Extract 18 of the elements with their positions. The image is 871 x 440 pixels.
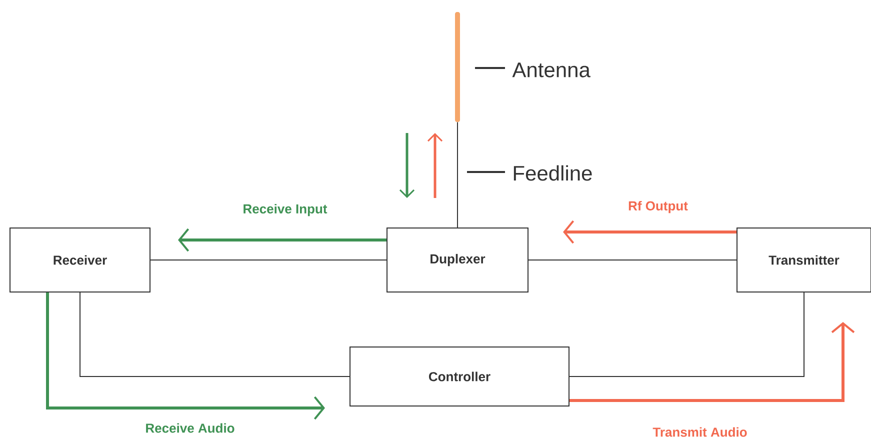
arrow — [570, 322, 855, 402]
connector-line — [457, 122, 458, 228]
block-box: Transmitter — [736, 228, 871, 292]
part-label: Feedline — [514, 165, 592, 181]
arrow — [46, 292, 325, 420]
arrow — [563, 220, 736, 244]
edge-label: Receive Audio — [144, 422, 236, 434]
block-box: Receiver — [10, 228, 150, 292]
edge-label: Rf Output — [627, 200, 689, 214]
block-box: Controller — [350, 346, 570, 406]
block-box: Duplexer — [386, 228, 528, 292]
connector-line — [80, 292, 350, 377]
connector-line — [569, 292, 804, 377]
edge-label: Receive Input — [242, 202, 328, 218]
arrow — [178, 228, 386, 252]
edge-label: Transmit Audio — [652, 426, 748, 438]
antenna-rod — [455, 12, 460, 122]
part-label: Antenna — [512, 62, 590, 78]
